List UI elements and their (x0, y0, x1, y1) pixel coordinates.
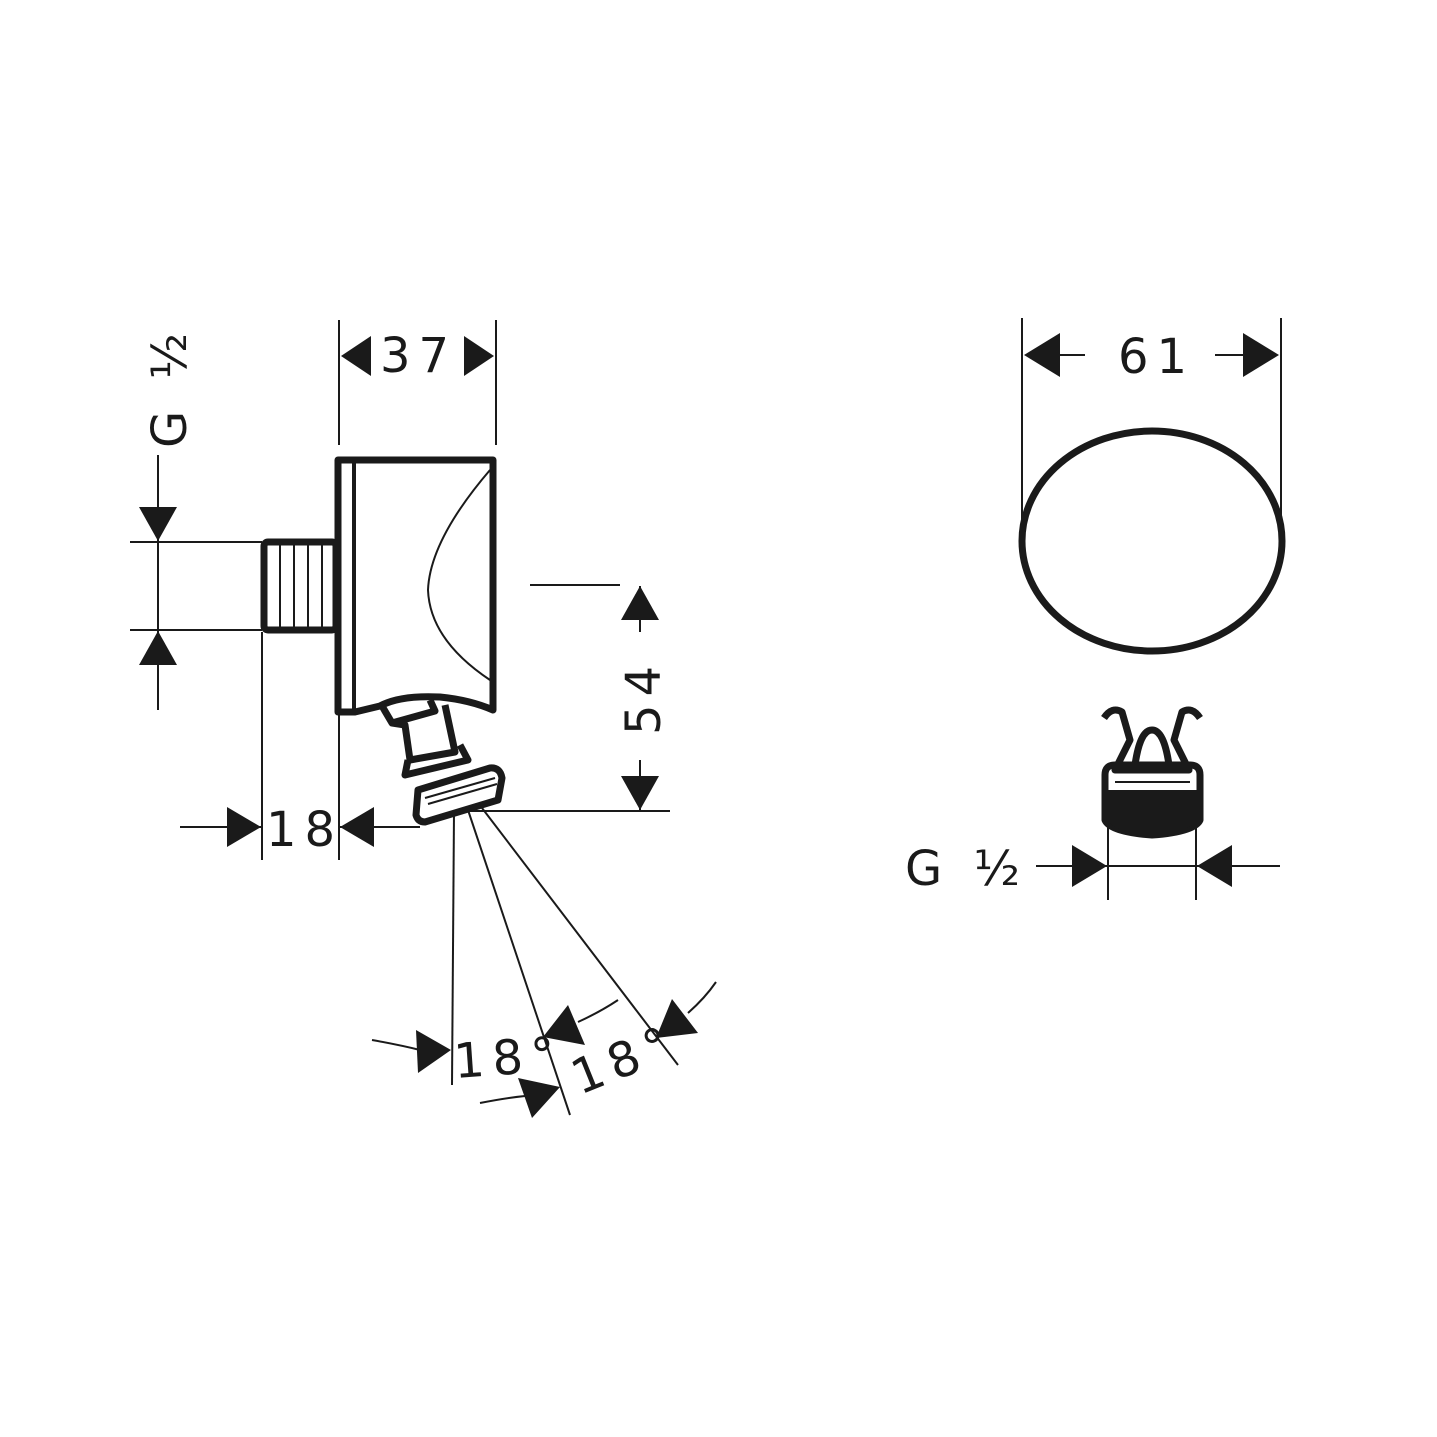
body-outline (334, 456, 497, 716)
dim-54-label: 54 (616, 658, 672, 735)
outlet-fitting (1101, 706, 1204, 839)
angle-label-2: 18° (564, 1013, 686, 1106)
dimension-54: 54 (455, 584, 672, 812)
side-view: 37 G ½ 18 54 (130, 320, 717, 1118)
dim-37-label: 37 (380, 328, 457, 384)
front-view: 61 G ½ (905, 318, 1286, 900)
inlet-thread (260, 538, 340, 634)
dimension-18: 18 (180, 632, 420, 860)
dim-18-label: 18 (266, 802, 343, 858)
dimension-inlet-thread: G ½ (130, 325, 262, 710)
body-circle (1018, 427, 1286, 655)
dim-61-label: 61 (1118, 329, 1195, 385)
body-curve (426, 469, 491, 681)
inlet-thread-label: G ½ (142, 325, 198, 448)
dimension-61: 61 (1021, 318, 1282, 545)
dimension-37: 37 (338, 320, 497, 445)
angle-label-1: 18° (452, 1026, 565, 1089)
hose-outlet (378, 698, 506, 826)
outlet-thread-label: G ½ (905, 841, 1028, 897)
dimension-angles: 18° 18° (371, 807, 717, 1118)
dimension-outlet-thread: G ½ (905, 820, 1280, 900)
